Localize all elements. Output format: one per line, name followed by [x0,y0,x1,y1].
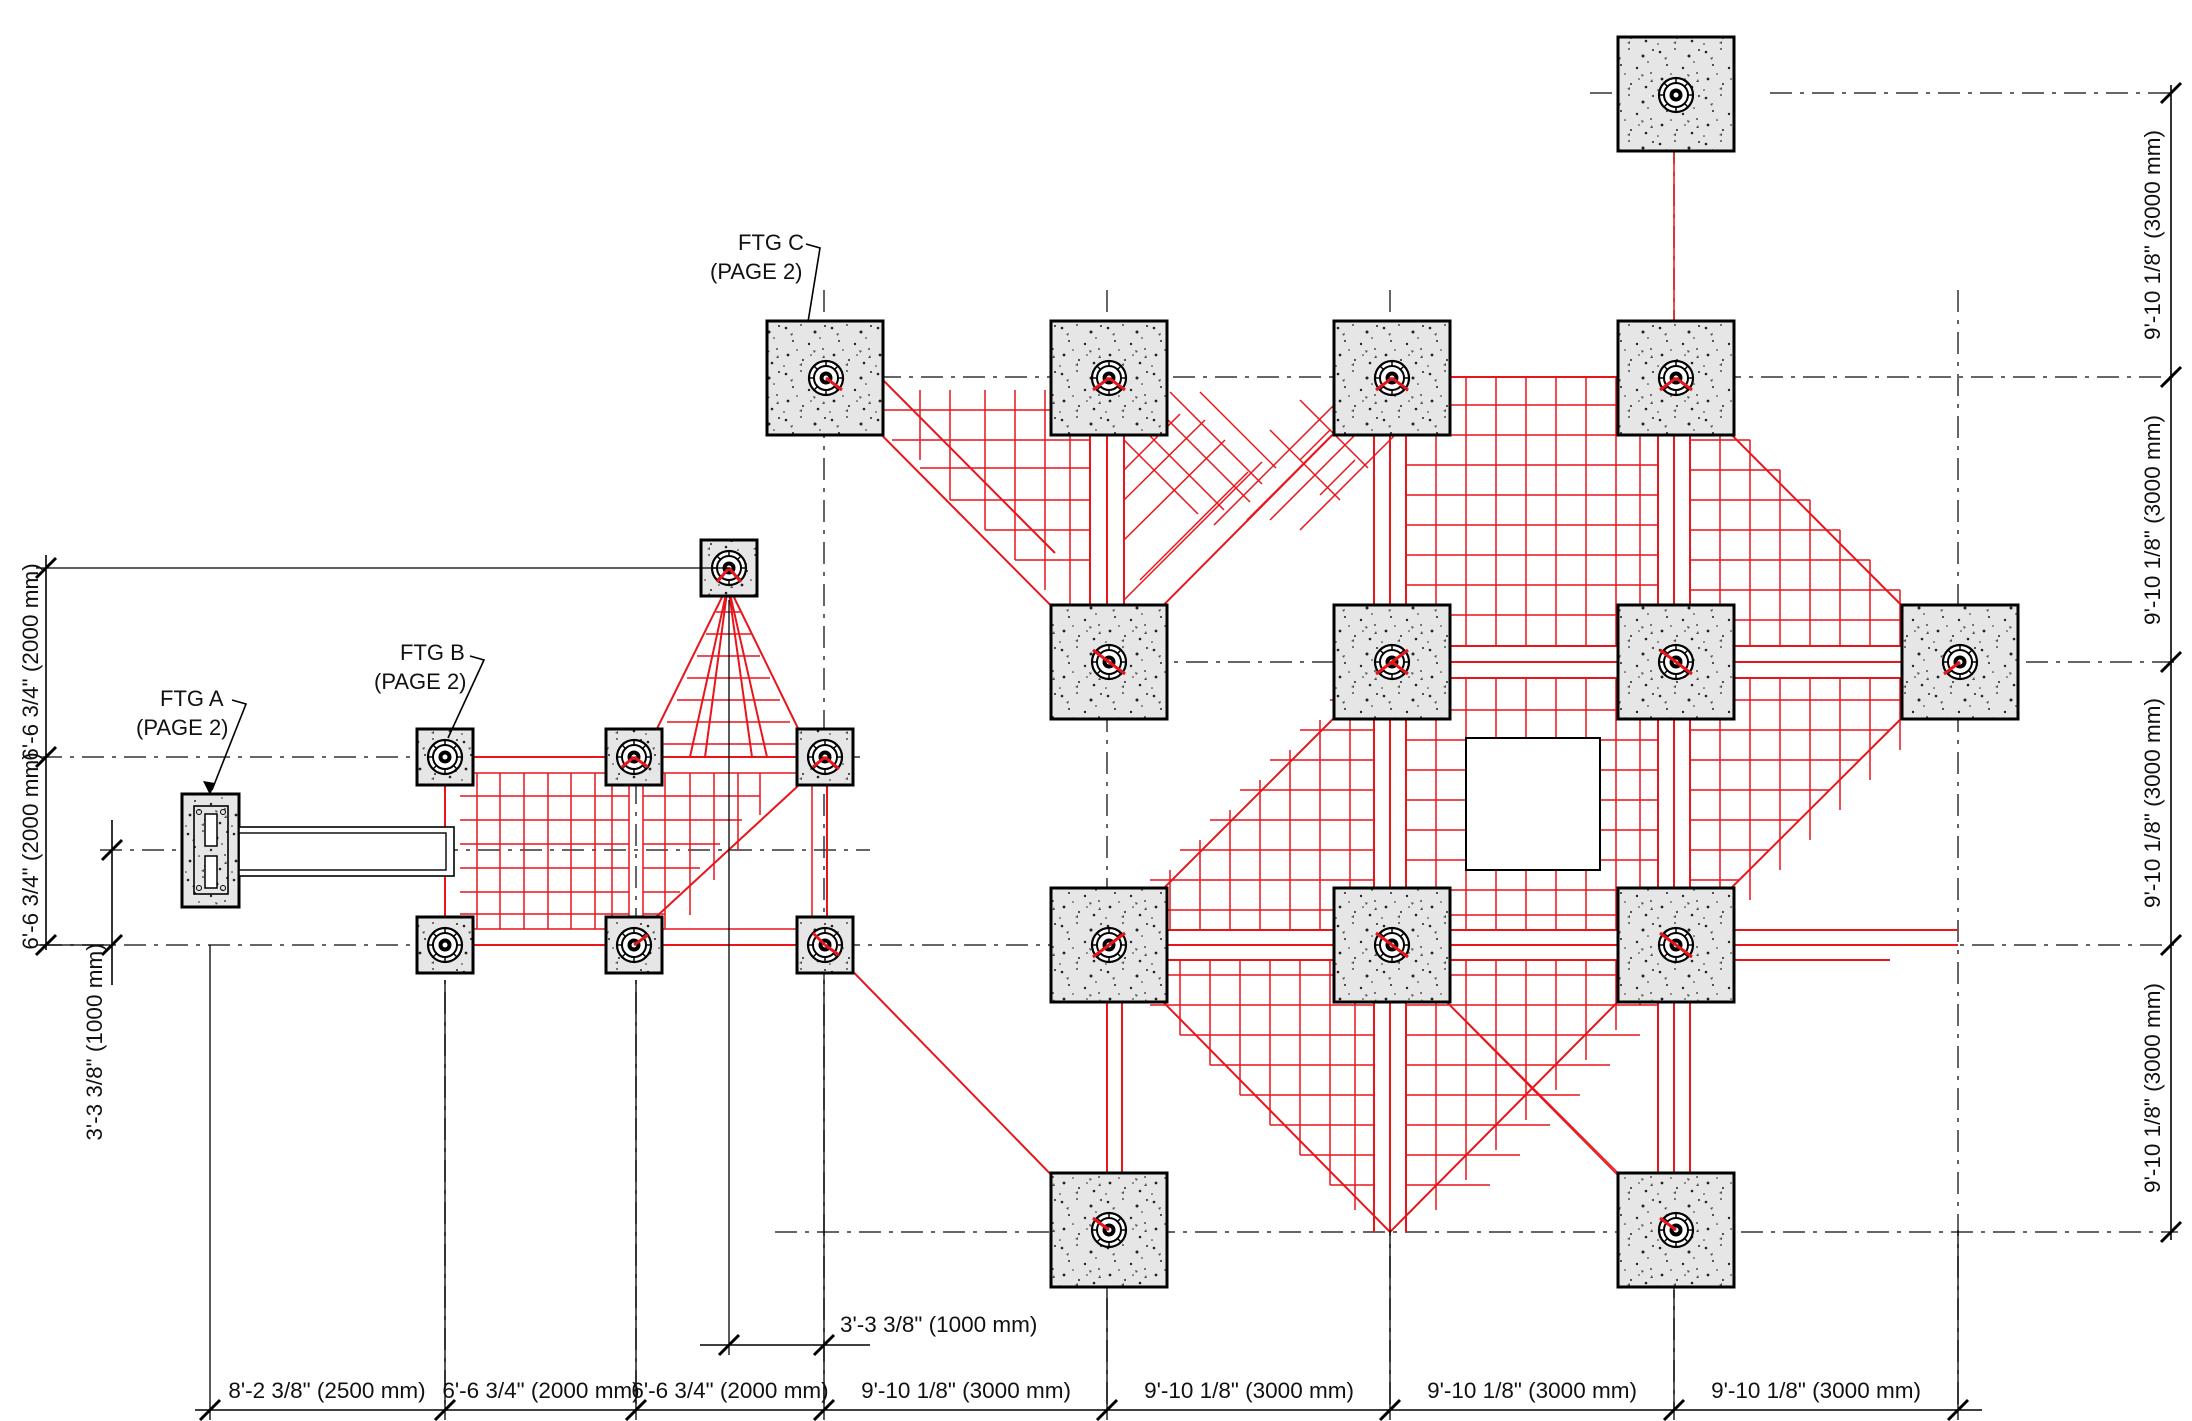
ftg-c-page: (PAGE 2) [710,259,803,284]
dim-bottom-6: 9'-10 1/8" (3000 mm) [1427,1378,1637,1403]
right-dimensions: 9'-10 1/8" (3000 mm) 9'-10 1/8" (3000 mm… [2140,81,2183,1244]
dim-bottom-2: 6'-6 3/4" (2000 mm) [442,1378,639,1403]
ftg-a-page: (PAGE 2) [136,715,229,740]
dim-left-3: 3'-3 3/8" (1000 mm) [82,943,107,1140]
ftg-a-name: FTG A [160,686,224,711]
dim-bottom-4: 9'-10 1/8" (3000 mm) [861,1378,1071,1403]
dim-left-1: 6'-6 3/4" (2000 mm) [18,563,43,760]
dim-bottom-5: 9'-10 1/8" (3000 mm) [1144,1378,1354,1403]
footing-a-detail [193,805,455,895]
base-bracing [621,376,1961,1232]
ftg-c-name: FTG C [738,230,804,255]
ftg-b-name: FTG B [400,640,465,665]
dim-bottom-7: 9'-10 1/8" (3000 mm) [1711,1378,1921,1403]
dim-bottom-1: 8'-2 3/8" (2500 mm) [228,1378,425,1403]
dim-right-3: 9'-10 1/8" (3000 mm) [2140,698,2165,908]
dim-bottom-3: 6'-6 3/4" (2000 mm) [631,1378,828,1403]
left-dimensions: 6'-6 3/4" (2000 mm) 6'-6 3/4" (2000 mm) … [18,555,730,1141]
footing-a [180,792,241,909]
dim-right-1: 9'-10 1/8" (3000 mm) [2140,130,2165,340]
dim-right-2: 9'-10 1/8" (3000 mm) [2140,415,2165,625]
bottom-dimensions: 8'-2 3/8" (2500 mm) 6'-6 3/4" (2000 mm) … [195,600,1982,1421]
dim-right-4: 9'-10 1/8" (3000 mm) [2140,983,2165,1193]
ftg-b-page: (PAGE 2) [374,669,467,694]
dim-left-2: 6'-6 3/4" (2000 mm) [18,752,43,949]
footing-labels: FTG A (PAGE 2) FTG B (PAGE 2) FTG C (PAG… [136,230,821,795]
dim-offset: 3'-3 3/8" (1000 mm) [840,1312,1037,1337]
